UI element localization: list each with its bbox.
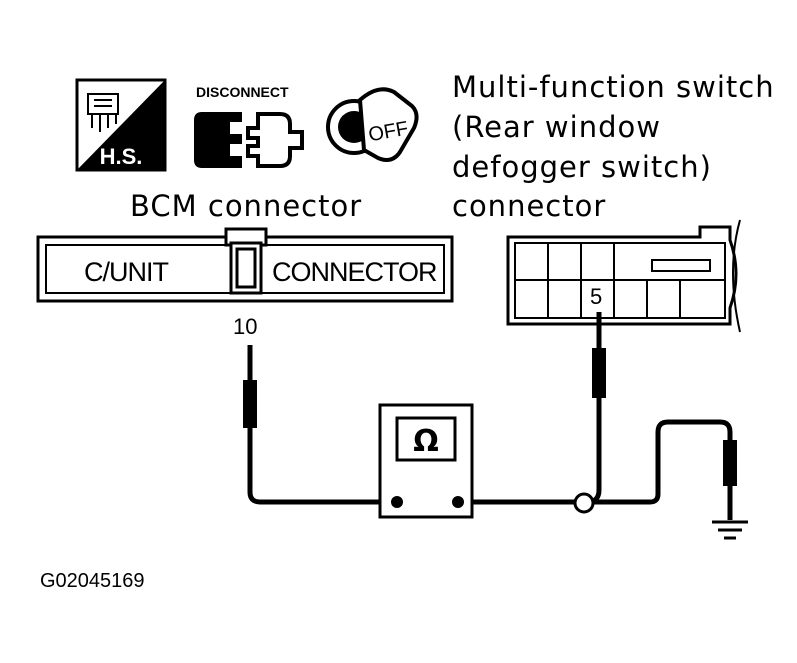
switch-label-line1: Multi-function switch: [452, 70, 775, 104]
disconnect-label: DISCONNECT: [196, 84, 289, 100]
probe-ground: [723, 440, 737, 486]
junction-point: [573, 492, 595, 514]
ground-icon: [712, 520, 748, 540]
probe-right: [592, 348, 606, 398]
switch-label-line3: defogger switch): [452, 150, 712, 184]
hs-label: H.S.: [100, 144, 143, 169]
bcm-connector-label: BCM connector: [130, 189, 362, 223]
bcm-connector-left-text: C/UNIT: [84, 257, 168, 287]
switch-label-line4: connector: [452, 189, 606, 223]
switch-connector: [506, 219, 741, 333]
switch-connector-label: Multi-function switch (Rear window defog…: [452, 70, 775, 223]
probe-left: [243, 380, 257, 428]
bcm-terminal-number: 10: [233, 314, 257, 339]
ohm-symbol: Ω: [413, 424, 439, 459]
test-wiring: [247, 312, 733, 520]
bcm-connector: C/UNIT CONNECTOR: [36, 227, 454, 303]
switch-label-line2: (Rear window: [452, 110, 661, 144]
ohmmeter: Ω: [378, 403, 474, 519]
meter-terminal-right: [452, 496, 464, 508]
harness-sensor-icon: H.S.: [75, 78, 167, 172]
disconnect-icon: DISCONNECT: [194, 84, 304, 168]
ignition-off-icon: OFF: [326, 87, 419, 162]
figure-id: G02045169: [40, 570, 145, 592]
meter-terminal-left: [391, 496, 403, 508]
bcm-connector-right-text: CONNECTOR: [272, 257, 437, 287]
switch-terminal-number: 5: [590, 284, 602, 309]
